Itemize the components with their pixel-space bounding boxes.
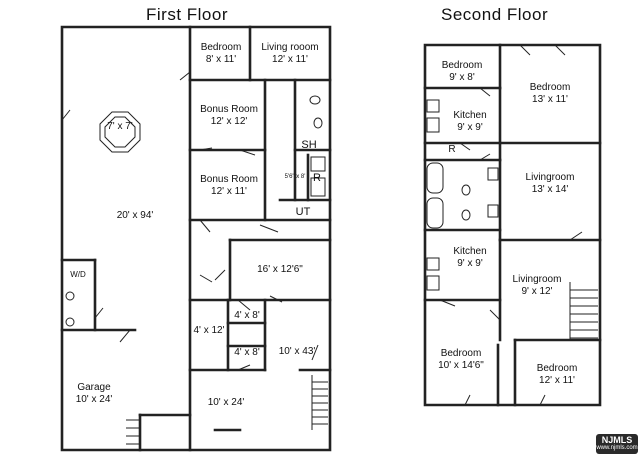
room-4x8-b: 4' x 8' <box>234 347 260 358</box>
octagon-room <box>99 111 141 153</box>
second-floor-title: Second Floor <box>441 5 549 24</box>
room-4x12: 4' x 12' <box>193 325 225 336</box>
room-4x8-a: 4' x 8' <box>234 310 260 321</box>
second-floor-outline <box>423 43 602 407</box>
room-octagon: 7' x 7' <box>107 121 133 132</box>
room-main-hall: 20' x 94' <box>116 210 154 221</box>
room-10x43: 10' x 43' <box>278 346 316 357</box>
first-floor-outline <box>60 25 332 452</box>
njmls-logo: NJMLS www.njmls.com <box>596 434 638 454</box>
room-bath-small: 5'6" x 8' <box>284 174 306 180</box>
room-wd: W/D <box>70 270 86 279</box>
mark-r-2f: R <box>448 144 456 155</box>
mark-sh: SH <box>301 139 317 151</box>
room-16x12: 16' x 12'6" <box>257 264 303 275</box>
stairs-second <box>569 282 598 340</box>
mark-r-1f: R <box>313 172 321 184</box>
room-10x24: 10' x 24' <box>207 397 245 408</box>
mark-ut: UT <box>295 206 311 218</box>
first-floor-title: First Floor <box>146 5 228 24</box>
stairs <box>126 375 328 445</box>
